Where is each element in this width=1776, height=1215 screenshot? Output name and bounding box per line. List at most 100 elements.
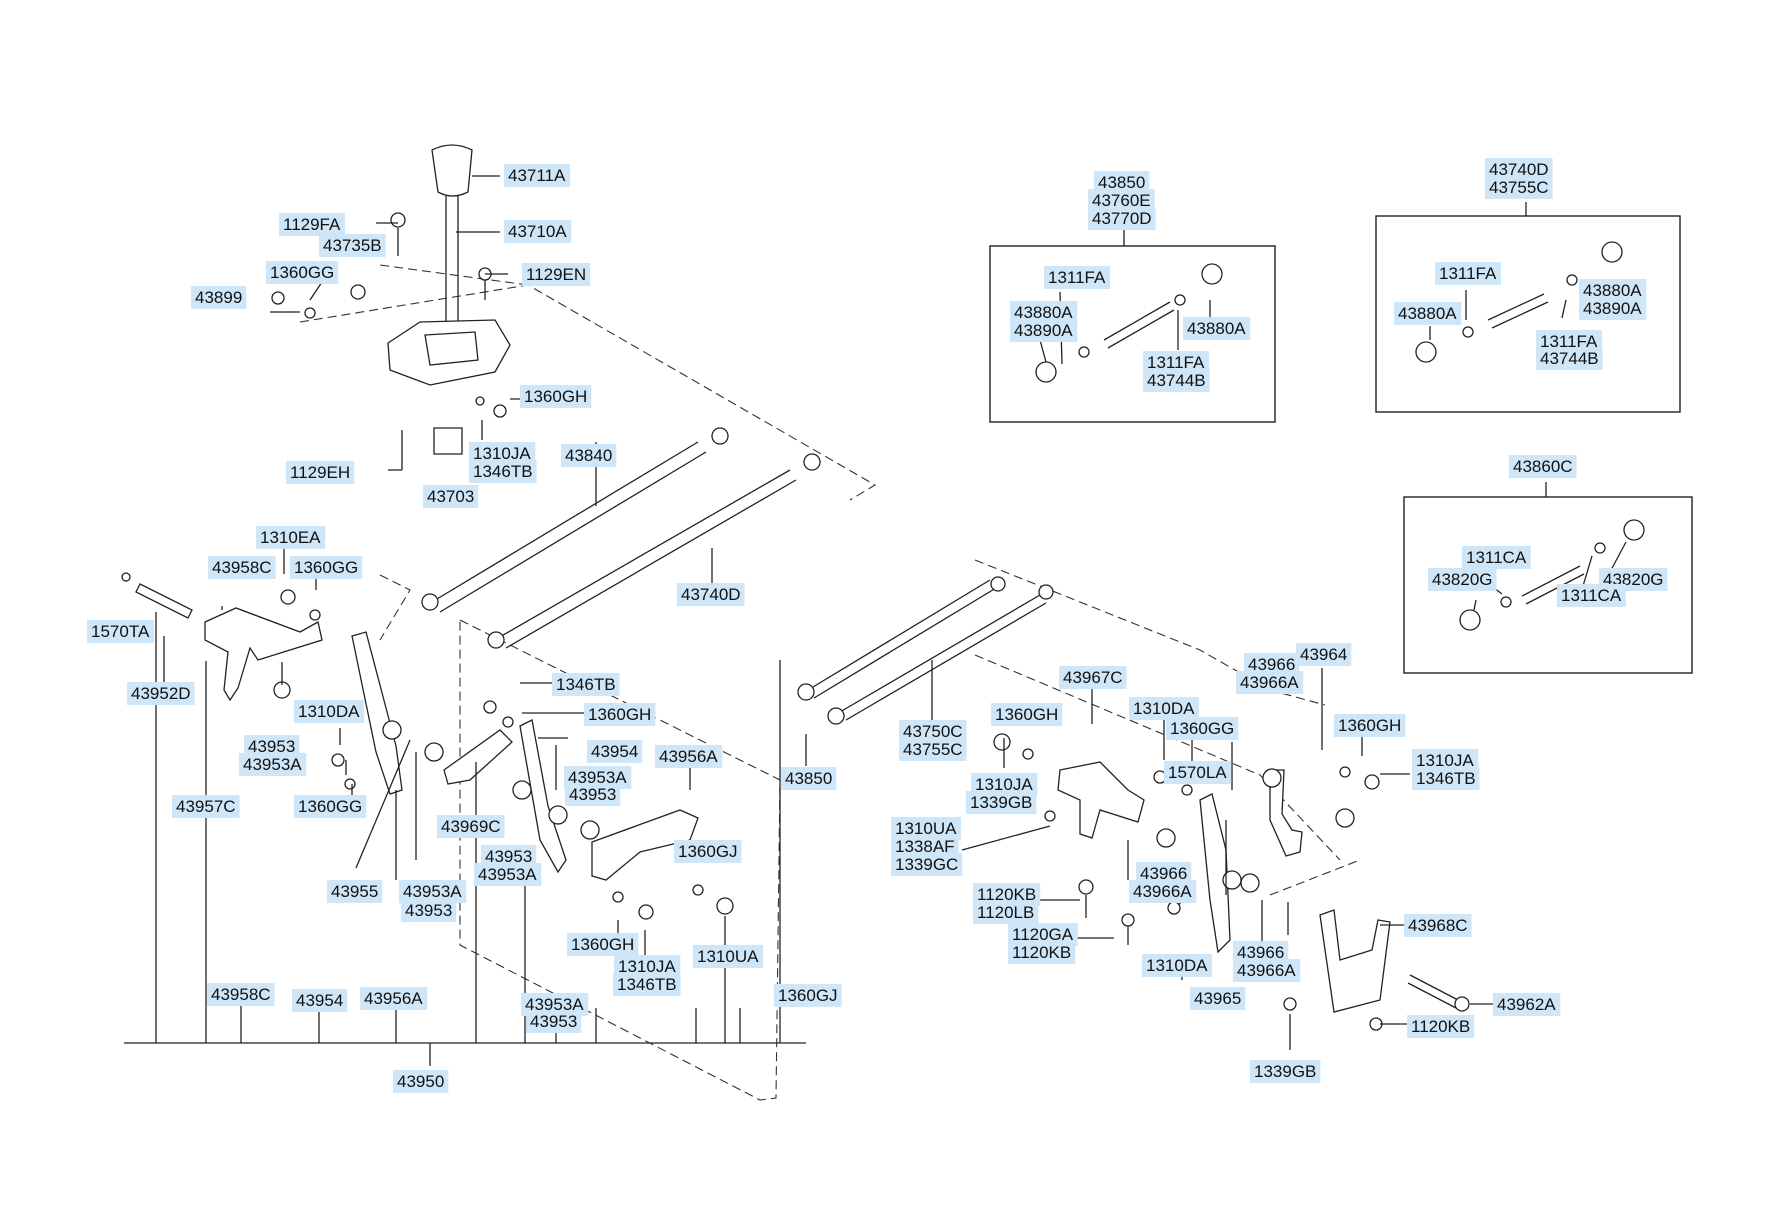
rods-43750C — [797, 576, 1054, 725]
label-43740D: 43740D — [681, 585, 741, 604]
label-highlight — [360, 987, 428, 1010]
label-1360GG-c: 1360GG — [298, 797, 362, 816]
label-43956A-b: 43956A — [364, 989, 423, 1008]
label-highlight — [401, 899, 457, 922]
label-highlight — [1088, 189, 1155, 212]
label-1311FA: 1311FA — [1048, 268, 1106, 287]
label-highlight — [1008, 941, 1076, 964]
label-1310DA-c: 1310DA — [1146, 956, 1208, 975]
label-1311FA-b: 1311FA — [1147, 353, 1205, 372]
label-1310JA-d: 1310JA — [1416, 751, 1474, 770]
label-1311FA-c: 1311FA — [1439, 264, 1497, 283]
label-43703: 43703 — [427, 487, 474, 506]
label-1310EA: 1310EA — [260, 528, 321, 547]
label-43953A-d: 43953A — [478, 865, 537, 884]
label-highlight — [1412, 767, 1480, 790]
label-highlight — [256, 526, 326, 549]
label-highlight — [437, 815, 505, 838]
label-1311CA: 1311CA — [1466, 548, 1527, 567]
label-43880A-c: 43880A — [1398, 304, 1457, 323]
label-highlight — [774, 984, 842, 1007]
label-highlight — [522, 263, 591, 286]
label-highlight — [587, 740, 643, 763]
label-highlight — [1094, 171, 1150, 194]
dashed-outline-right — [974, 559, 1361, 896]
label-highlight — [504, 164, 571, 187]
label-highlight — [1536, 347, 1603, 370]
shift-lever-assembly — [271, 144, 511, 470]
label-43966A-c: 43966A — [1237, 961, 1296, 980]
label-highlight — [1250, 1060, 1321, 1083]
label-highlight — [526, 1010, 582, 1033]
label-highlight — [584, 703, 656, 726]
label-43950: 43950 — [397, 1072, 444, 1091]
label-1129EN: 1129EN — [526, 265, 586, 284]
label-highlight — [565, 783, 621, 806]
label-highlight — [1044, 266, 1111, 289]
label-highlight — [674, 840, 742, 863]
leader-lines — [124, 175, 1627, 1066]
label-1120KB-b: 1120KB — [1012, 943, 1071, 962]
label-1120KB: 1120KB — [977, 885, 1036, 904]
label-highlight — [244, 735, 300, 758]
label-highlight — [693, 945, 764, 968]
label-1346TB: 1346TB — [473, 462, 533, 481]
label-43860C: 43860C — [1513, 457, 1573, 476]
label-1120LB: 1120LB — [977, 903, 1034, 922]
label-43966: 43966 — [1248, 655, 1295, 674]
label-1310JA-c: 1310JA — [975, 775, 1033, 794]
label-highlight — [1334, 714, 1406, 737]
label-43770D: 43770D — [1092, 209, 1152, 228]
label-1310JA-b: 1310JA — [618, 957, 676, 976]
part-labels: 43711A 43710A 1129FA 43735B 1360GG 43899… — [87, 158, 1668, 1093]
label-highlight — [1183, 317, 1251, 340]
label-43953: 43953 — [248, 737, 295, 756]
label-43880A-d: 43880A — [1583, 281, 1642, 300]
label-highlight — [1008, 923, 1078, 946]
label-highlight — [991, 703, 1063, 726]
label-43850-b: 43850 — [785, 769, 832, 788]
kit-parts-43860C — [1459, 519, 1645, 631]
label-highlight — [286, 461, 355, 484]
label-highlight — [393, 1070, 449, 1093]
label-highlight — [1164, 761, 1232, 784]
label-highlight — [319, 234, 386, 257]
label-43890A: 43890A — [1014, 321, 1073, 340]
label-1360GH: 1360GH — [524, 387, 587, 406]
label-highlight — [294, 700, 365, 723]
label-1310DA: 1310DA — [298, 702, 360, 721]
label-highlight — [208, 556, 276, 579]
label-43953A-c: 43953A — [568, 768, 627, 787]
label-1310JA: 1310JA — [473, 444, 531, 463]
label-highlight — [1142, 954, 1213, 977]
label-43760E: 43760E — [1092, 191, 1151, 210]
label-highlight — [1428, 568, 1497, 591]
label-1129FA: 1129FA — [283, 215, 341, 234]
label-highlight — [279, 213, 346, 236]
label-43953-d: 43953 — [485, 847, 532, 866]
label-highlight — [1233, 941, 1289, 964]
label-43850: 43850 — [1098, 173, 1145, 192]
label-1339GB-b: 1339GB — [1254, 1062, 1316, 1081]
label-1360GJ: 1360GJ — [678, 842, 738, 861]
label-highlight — [891, 835, 959, 858]
label-43953A-e: 43953A — [525, 995, 584, 1014]
label-43955: 43955 — [331, 882, 378, 901]
label-43966A-b: 43966A — [1133, 882, 1192, 901]
label-43969C: 43969C — [441, 817, 501, 836]
label-highlight — [973, 883, 1041, 906]
label-highlight — [891, 817, 962, 840]
label-43890A-b: 43890A — [1583, 299, 1642, 318]
label-highlight — [266, 261, 339, 284]
label-highlight — [399, 880, 467, 903]
label-highlight — [973, 901, 1039, 924]
label-highlight — [520, 385, 592, 408]
label-highlight — [614, 955, 681, 978]
label-highlight — [1010, 319, 1078, 342]
label-43710A: 43710A — [508, 222, 567, 241]
label-43954: 43954 — [591, 742, 638, 761]
label-highlight — [1059, 666, 1127, 689]
label-highlight — [290, 556, 363, 579]
label-highlight — [1485, 158, 1553, 181]
label-1570LA: 1570LA — [1168, 763, 1227, 782]
